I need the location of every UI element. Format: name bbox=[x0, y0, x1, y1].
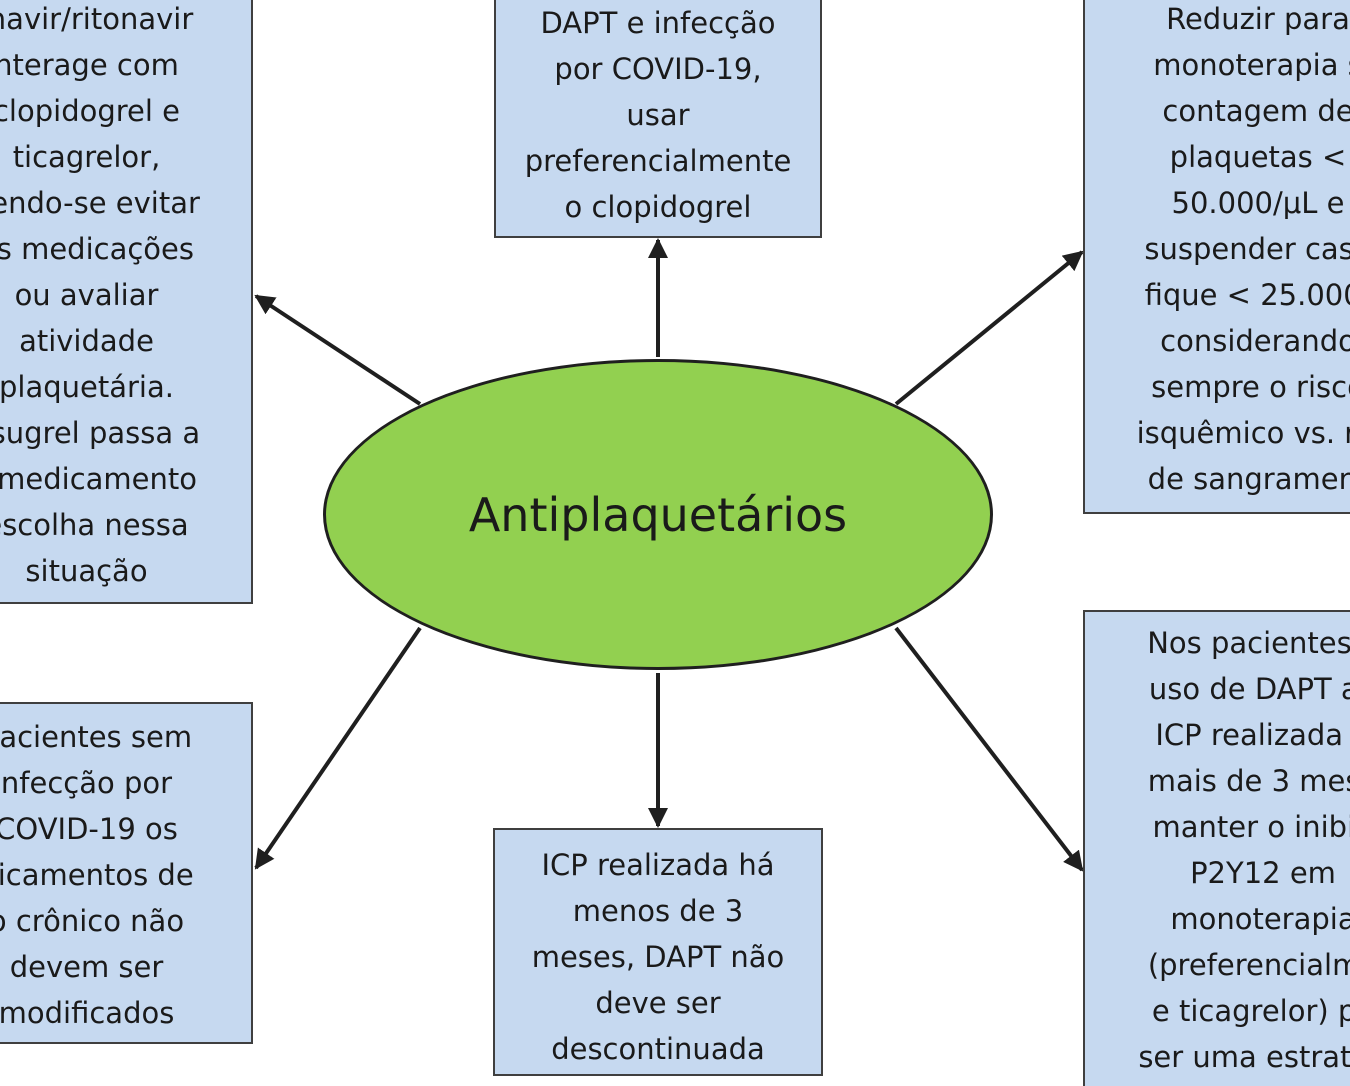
box-bottom-center-line: descontinuada bbox=[551, 1032, 765, 1066]
box-top-center-line: por COVID-19, bbox=[554, 52, 762, 86]
box-top-center-line: o clopidogrel bbox=[564, 190, 752, 224]
box-top-left-line: ticagrelor, bbox=[12, 140, 161, 174]
box-top-left-line: escolha nessa bbox=[0, 508, 189, 542]
box-top-center: DAPT e infecção por COVID-19, usar prefe… bbox=[494, 0, 822, 238]
box-top-center-line: DAPT e infecção bbox=[540, 6, 776, 40]
box-top-center-line: preferencialmente bbox=[524, 144, 792, 178]
box-top-right-line: isquêmico vs. ris bbox=[1136, 416, 1350, 450]
box-top-right-line: considerando bbox=[1160, 324, 1350, 358]
box-bottom-left-line: devem ser bbox=[9, 950, 164, 984]
box-bottom-right-line: mais de 3 mese bbox=[1147, 764, 1350, 798]
box-top-left-line: as medicações bbox=[0, 232, 194, 266]
box-top-right-line: contagem de bbox=[1162, 94, 1350, 128]
box-top-left-line: atividade bbox=[19, 324, 154, 358]
box-bottom-right-line: (preferencialme bbox=[1147, 948, 1350, 982]
box-bottom-left: pacientes sem nfecção por COVID-19 os di… bbox=[0, 702, 253, 1044]
box-top-left-line: r medicamento bbox=[0, 462, 197, 496]
box-bottom-center-line: meses, DAPT não bbox=[531, 940, 785, 974]
box-top-right-line: monoterapia s bbox=[1153, 48, 1350, 82]
box-bottom-left-line: nfecção por bbox=[0, 766, 173, 800]
box-top-right-line: 50.000/μL e bbox=[1171, 186, 1345, 220]
box-bottom-right-line: ser uma estratég bbox=[1138, 1040, 1350, 1074]
box-top-left-line: situação bbox=[25, 554, 148, 588]
box-top-left-line: asugrel passa a bbox=[0, 416, 201, 450]
box-top-left-line: plaquetária. bbox=[0, 370, 174, 404]
arrow-to-bottom-right bbox=[894, 626, 1084, 872]
box-bottom-left-line: pacientes sem bbox=[0, 720, 193, 754]
box-top-right-line: de sangrament bbox=[1147, 462, 1350, 496]
center-node: Antiplaquetários bbox=[323, 359, 993, 670]
box-bottom-center: ICP realizada há menos de 3 meses, DAPT … bbox=[493, 828, 823, 1076]
box-top-center-line: usar bbox=[626, 98, 690, 132]
box-top-left-line: inavir/ritonavir bbox=[0, 2, 194, 36]
box-top-left-line: ou avaliar bbox=[14, 278, 159, 312]
box-bottom-center-line: ICP realizada há bbox=[541, 848, 775, 882]
box-top-right-line: Reduzir para bbox=[1166, 2, 1350, 36]
box-bottom-right: Nos pacientes e uso de DAPT ap ICP reali… bbox=[1083, 610, 1350, 1086]
arrow-to-top-left bbox=[254, 294, 422, 406]
box-top-left-line: nterage com bbox=[0, 48, 179, 82]
box-bottom-left-line: dicamentos de bbox=[0, 858, 194, 892]
box-bottom-right-line: uso de DAPT ap bbox=[1148, 672, 1350, 706]
box-bottom-right-line: P2Y12 em bbox=[1190, 856, 1336, 890]
center-node-label: Antiplaquetários bbox=[468, 487, 848, 542]
box-bottom-right-line: e ticagrelor) po bbox=[1151, 994, 1350, 1028]
box-top-right-line: sempre o risco bbox=[1151, 370, 1350, 404]
box-bottom-right-line: monoterapia bbox=[1170, 902, 1350, 936]
box-bottom-right-line: manter o inibid bbox=[1152, 810, 1350, 844]
box-top-right-line: fique < 25.000/ bbox=[1144, 278, 1350, 312]
box-top-right-line: plaquetas < bbox=[1169, 140, 1347, 174]
box-bottom-left-line: modificados bbox=[0, 996, 175, 1030]
box-bottom-center-line: menos de 3 bbox=[572, 894, 744, 928]
box-bottom-right-line: Nos pacientes e bbox=[1147, 626, 1350, 660]
box-bottom-center-line: deve ser bbox=[595, 986, 721, 1020]
box-top-left-line: vendo-se evitar bbox=[0, 186, 200, 220]
arrow-to-bottom-left bbox=[254, 626, 422, 870]
box-top-left-line: clopidogrel e bbox=[0, 94, 180, 128]
arrow-to-top-right bbox=[894, 250, 1084, 406]
box-top-right: Reduzir para monoterapia s contagem de p… bbox=[1083, 0, 1350, 514]
box-top-left: inavir/ritonavir nterage com clopidogrel… bbox=[0, 0, 253, 604]
box-bottom-left-line: o crônico não bbox=[0, 904, 185, 938]
box-bottom-right-line: ICP realizada h bbox=[1155, 718, 1350, 752]
box-bottom-left-line: COVID-19 os bbox=[0, 812, 178, 846]
box-top-right-line: suspender case bbox=[1144, 232, 1350, 266]
